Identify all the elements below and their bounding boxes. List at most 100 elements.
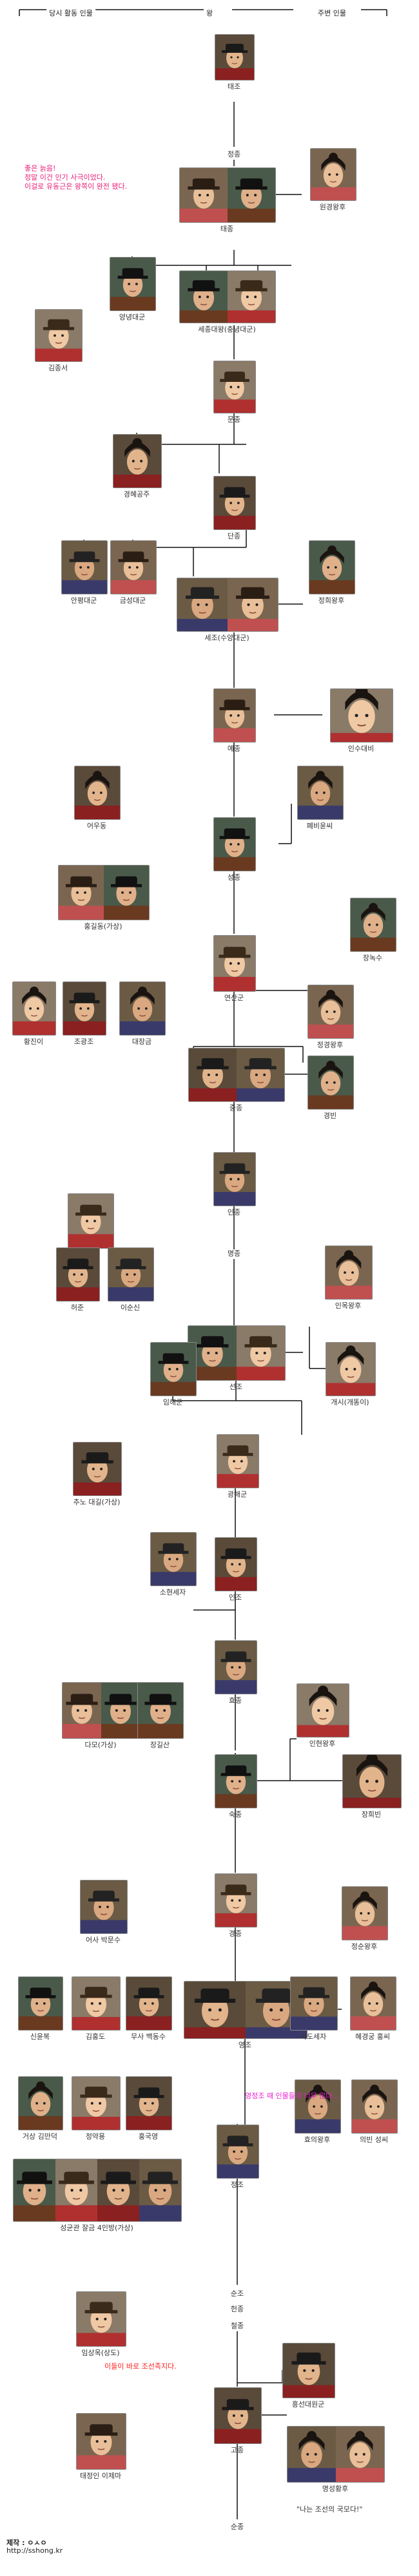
king-name-label: 선조 (229, 1383, 243, 1391)
person-name-label: 효의왕후 (304, 2136, 331, 2144)
king-name-label: 문종 (227, 415, 241, 424)
person-name-label: 혜경궁 홍씨 (355, 2032, 391, 2041)
king-name-label: 정조 (230, 2181, 244, 2189)
portrait-image (35, 309, 83, 362)
portrait-image (282, 2343, 335, 2398)
person-name-label: 정순왕후 (351, 1942, 378, 1951)
portrait-image (213, 817, 256, 871)
king-name-label: 세조(수양대군) (204, 634, 249, 642)
person-name-label: 추노 대길(가상) (73, 1498, 121, 1506)
portrait-image (326, 1342, 376, 1396)
portrait-image (213, 476, 256, 530)
portrait-image (73, 1442, 122, 1496)
header-right-label: 주변 인물 (315, 8, 349, 18)
portrait-image (113, 434, 162, 488)
portrait-image (217, 2125, 259, 2179)
portrait-image (215, 1537, 257, 1591)
portrait-image (18, 1976, 63, 2031)
person-name-label: 어사 박문수 (85, 1936, 121, 1944)
person-name-label: 임상옥(상도) (81, 2349, 120, 2357)
person-name-label: 폐비윤씨 (306, 822, 333, 830)
person-name-label: 명성황후 (322, 2485, 349, 2493)
king-name-label: 명종 (227, 1249, 241, 1258)
portrait-image (126, 1976, 172, 2031)
king-name-label: 효종 (228, 1696, 242, 1705)
king-name-label: 고종 (230, 2446, 244, 2454)
person-name-label: 태정인 이제마 (79, 2472, 122, 2480)
person-name-label: 이순신 (120, 1303, 141, 1312)
person-name-label: 인수대비 (347, 744, 375, 753)
person-name-label: 임해군 (162, 1398, 183, 1406)
king-name-label: 연산군 (224, 994, 244, 1002)
king-name-label: 성종 (227, 873, 241, 882)
portrait-image (18, 2076, 63, 2130)
king-name-label: 숙종 (228, 1810, 242, 1819)
person-name-label: 신윤복 (30, 2032, 50, 2041)
portrait-image (307, 1056, 354, 1110)
portrait-image (110, 540, 157, 594)
note-pink-1: 좋은 늙음! (24, 164, 56, 173)
king-name-label: 단종 (227, 532, 241, 540)
king-name-label: 세종대왕(충녕대군) (198, 325, 256, 334)
portrait-image (214, 2387, 262, 2444)
person-name-label: 양녕대군 (119, 313, 146, 321)
person-name-label: 장길산 (150, 1741, 170, 1749)
portrait-image (310, 148, 356, 201)
portrait-image (290, 1976, 338, 2031)
portrait-image (307, 985, 354, 1039)
portrait-image (13, 2159, 182, 2222)
portrait-image (56, 1247, 100, 1302)
person-name-label: 장희빈 (361, 1810, 382, 1819)
king-name-label: 영조 (238, 2041, 252, 2049)
person-name-label: 어우동 (86, 822, 107, 830)
footer-credit: 제작 : ㅇㅅㅇ (6, 2539, 47, 2547)
person-name-label: 성균관 잘금 4인방(가상) (60, 2224, 133, 2232)
person-name-label: 장녹수 (362, 954, 383, 962)
person-name-label: 원경왕후 (319, 203, 346, 211)
portrait-image (309, 540, 355, 594)
person-name-label: 인현왕후 (309, 1739, 336, 1748)
portrait-image (150, 1532, 197, 1586)
portrait-image (108, 1247, 154, 1302)
king-name-label: 예종 (227, 744, 241, 753)
portrait-image (325, 1245, 373, 1300)
person-name-label: 안평대군 (70, 596, 97, 605)
note-pink-2: 정말 이건 인기 사극이었다. (24, 173, 106, 182)
portrait-image (58, 865, 150, 920)
king-name-label: 정종 (227, 150, 241, 158)
person-name-label: 경빈 (323, 1112, 337, 1120)
portrait-image (179, 167, 276, 223)
portrait-image (119, 981, 166, 1036)
person-name-label: 흥선대원군 (291, 2400, 325, 2409)
portrait-image (74, 766, 121, 820)
person-name-label: 홍길동(가상) (84, 922, 122, 931)
person-name-label: 정희왕후 (318, 596, 345, 605)
portrait-image (188, 1048, 285, 1102)
person-name-label: 인목왕후 (335, 1302, 362, 1310)
person-name-label: 다모(가상) (84, 1741, 117, 1749)
person-name-label: 경혜공주 (123, 490, 150, 498)
king-name-label: 경종 (228, 1929, 242, 1938)
person-name-label: 김홍도 (85, 2032, 106, 2041)
person-name-label: 허준 (70, 1303, 84, 1312)
portrait-image (213, 688, 256, 743)
portrait-image (342, 1754, 402, 1808)
portrait-image (297, 1683, 349, 1738)
footer-url[interactable]: http://sshong.kr (6, 2546, 63, 2555)
person-name-label: 의빈 성씨 (360, 2136, 388, 2144)
portrait-image (213, 361, 256, 413)
portrait-image (137, 1682, 184, 1739)
king-name-label: 인종 (227, 1208, 241, 1217)
portrait-image (350, 1976, 396, 2031)
king-name-label: 철종 (230, 2322, 244, 2330)
king-name-label: 태조 (227, 82, 241, 91)
person-name-label: 금성대군 (119, 596, 146, 605)
portrait-image (330, 688, 393, 743)
person-name-label: 거상 김만덕 (22, 2132, 58, 2141)
person-name-label: 조광조 (73, 1037, 94, 1046)
header-left-label: 당시 활동 인물 (46, 8, 95, 18)
person-name-label: 정경왕후 (317, 1041, 344, 1049)
portrait-image (68, 1193, 114, 1249)
portrait-image (72, 1976, 121, 2031)
person-name-label: 황진이 (23, 1037, 44, 1046)
